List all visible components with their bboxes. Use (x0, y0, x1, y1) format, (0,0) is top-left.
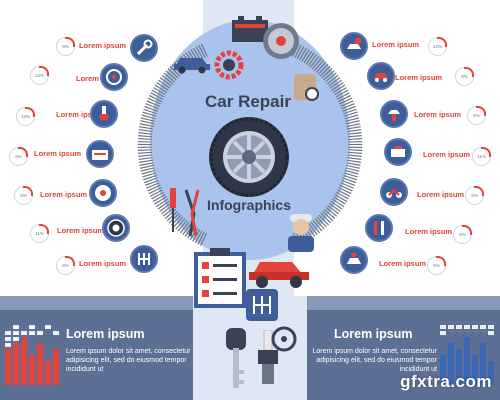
right-item-percent: 11% (472, 147, 491, 166)
left-item-label: Lorem ipsum (57, 226, 105, 235)
steering-wheel-icon (100, 63, 128, 91)
right-item-label: Lorem ipsum (405, 227, 453, 236)
car-lift-icon (380, 100, 408, 128)
brake-disc-icon (263, 23, 299, 59)
bottom-right-text: Lorem ipsum dolor sit amet, consectetur … (312, 348, 438, 373)
left-item-label: Lorem ipsum (40, 190, 88, 199)
right-item-percent: 9% (453, 225, 472, 244)
right-item-percent: 6% (465, 186, 484, 205)
tools-icon (365, 214, 393, 242)
car-engine-icon (384, 138, 412, 166)
bottom-left-panel (0, 296, 193, 310)
left-item-percent: 6% (9, 147, 28, 166)
right-item-percent: 12% (428, 37, 447, 56)
right-item-label: Lorem ipsum (395, 73, 443, 82)
right-item-label: Lorem ipsum (423, 150, 471, 159)
steering-wheel-small-icon (271, 326, 297, 352)
bottom-left-bars (5, 325, 59, 385)
wrench-icon (130, 34, 158, 62)
bottom-left-text: Lorem ipsum dolor sit amet, consectetur … (66, 348, 191, 373)
wrench-mechanic-icon (294, 74, 319, 101)
right-item-label: Lorem ipsum (417, 190, 465, 199)
battery-icon (86, 140, 114, 168)
tire-icon (102, 214, 130, 242)
screwdriver-pliers-icon (170, 188, 200, 237)
left-item-label: Lorem ipsum (79, 41, 127, 50)
car-icon (174, 58, 210, 74)
right-item-label: Lorem ipsum (379, 259, 427, 268)
car-question-icon (340, 32, 368, 60)
gear-icon (214, 50, 244, 80)
car-service-icon (340, 246, 368, 274)
left-item-percent: 6% (56, 37, 75, 56)
left-item-percent: 12% (30, 66, 49, 85)
left-item-label: Lorem ipsum (56, 110, 104, 119)
left-item-label: Lorem ipsum (76, 74, 123, 83)
page-title-line2: Infographics (207, 197, 292, 213)
left-item-label: Lorem ipsum (34, 149, 82, 158)
red-car-icon (367, 62, 395, 90)
spark-plug-icon (258, 330, 278, 384)
motorcycle-icon (380, 178, 408, 206)
bottom-right-panel (307, 296, 500, 310)
left-item-percent: 13% (16, 107, 35, 126)
bottom-left-heading: Lorem ipsum (66, 327, 145, 341)
left-item-label: Lorem ipsum (79, 259, 127, 268)
left-item-percent: 11% (30, 224, 49, 243)
checklist-icon (194, 248, 246, 308)
mechanic-icon (288, 214, 314, 252)
red-car-icon (249, 262, 309, 288)
car-battery-icon (232, 16, 268, 42)
gear-shift-icon (130, 245, 158, 273)
wheel-icon (209, 117, 289, 197)
right-item-label: Lorem ipsum (372, 40, 420, 49)
left-item-percent: 8% (56, 256, 75, 275)
right-item-percent: 6% (427, 256, 446, 275)
spark-plug-icon (90, 100, 118, 128)
right-item-percent: 6% (467, 106, 486, 125)
right-item-percent: 8% (455, 67, 474, 86)
brake-disc-icon (89, 179, 117, 207)
gear-shift-icon (246, 289, 278, 321)
bottom-right-bars (440, 325, 494, 385)
car-key-icon (226, 328, 246, 388)
right-item-label: Lorem ipsum (414, 110, 462, 119)
bottom-right-heading: Lorem ipsum (334, 327, 413, 341)
left-item-percent: 5% (14, 186, 33, 205)
watermark: gfxtra.com (400, 372, 492, 391)
page-title-line1: Car Repair (205, 92, 291, 111)
